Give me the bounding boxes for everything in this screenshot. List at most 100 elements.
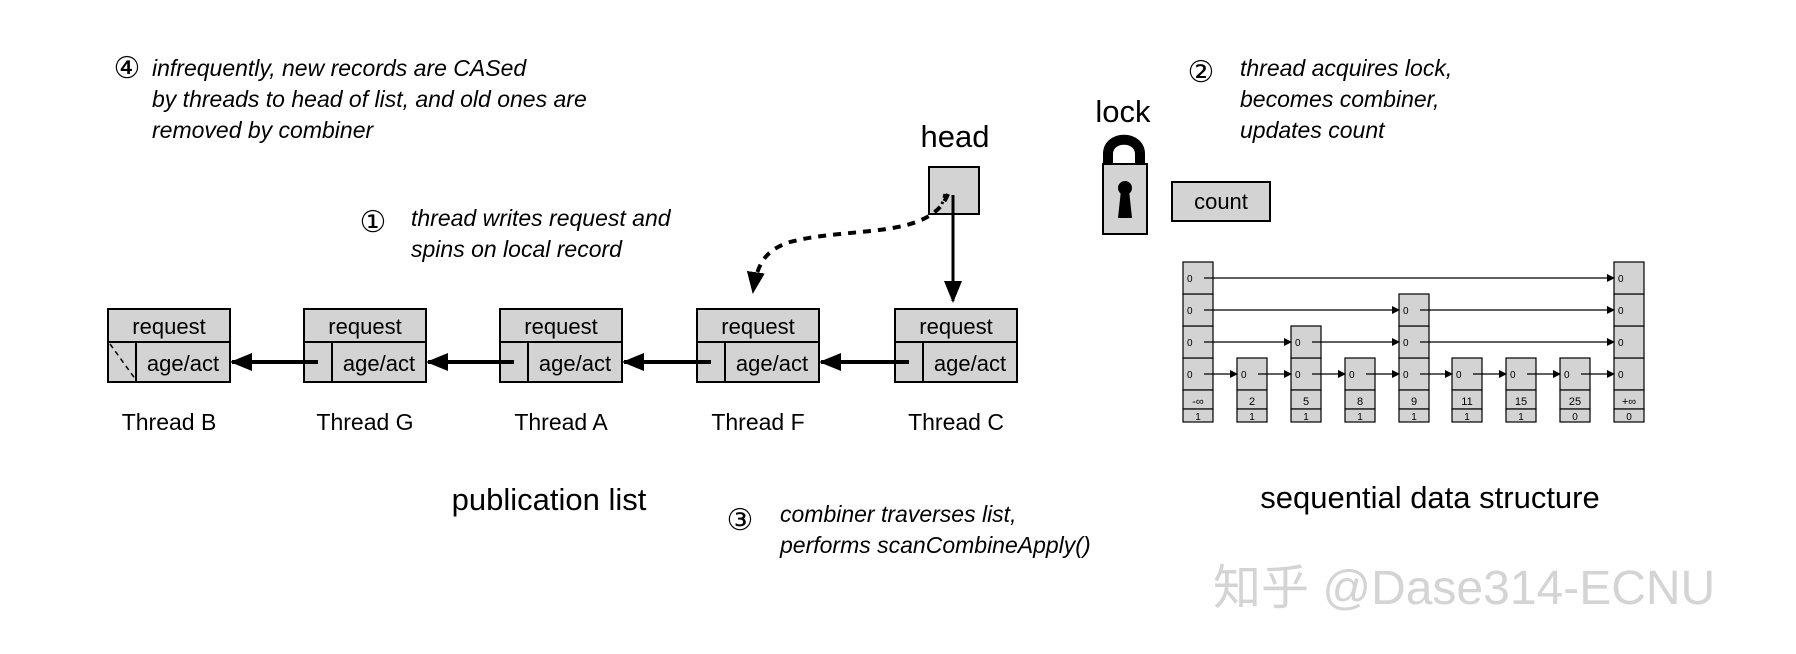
record-request-label: request xyxy=(328,314,401,339)
level-marker: 0 xyxy=(1403,370,1409,381)
step-2-note: ② thread acquires lock, becomes combiner… xyxy=(1188,55,1453,143)
skiplist-level-cell xyxy=(1613,357,1645,391)
step-2-line-1: thread acquires lock, xyxy=(1240,55,1452,81)
skiplist-node: 0 15 1 xyxy=(1505,357,1537,423)
thread-label: Thread B xyxy=(122,409,217,435)
count-box xyxy=(1171,181,1271,222)
skiplist-key: -∞ xyxy=(1192,396,1204,408)
skiplist-count-cell xyxy=(1236,408,1268,423)
record-request-label: request xyxy=(132,314,205,339)
step-4-marker: ④ xyxy=(114,52,141,85)
skiplist-key: 8 xyxy=(1357,396,1363,408)
record-request-label: request xyxy=(721,314,794,339)
thread-label: Thread A xyxy=(514,409,608,435)
skiplist-level-cell xyxy=(1613,293,1645,327)
head-pointer: head xyxy=(746,119,990,303)
keyhole-slot-icon xyxy=(1118,190,1132,218)
level-marker: 0 xyxy=(1187,274,1193,285)
skiplist-level-cell xyxy=(1613,325,1645,359)
head-dash-stub xyxy=(940,193,947,205)
level-marker: 0 xyxy=(1510,370,1516,381)
step-4-line-1: infrequently, new records are CASed xyxy=(152,55,527,81)
step-4-note: ④ infrequently, new records are CASed by… xyxy=(114,52,587,143)
record-age-label: age/act xyxy=(736,351,808,376)
step-3-marker: ③ xyxy=(727,504,754,537)
skiplist: 0000-∞10210051081000910111015102500000+∞… xyxy=(1182,261,1645,423)
step-2-line-2: becomes combiner, xyxy=(1240,86,1439,112)
thread-label: Thread F xyxy=(711,409,804,435)
step-2-line-3: updates count xyxy=(1240,117,1386,143)
skiplist-count: 1 xyxy=(1195,412,1201,423)
record-box xyxy=(303,308,427,383)
step-2-marker: ② xyxy=(1188,56,1215,89)
skiplist-key: 11 xyxy=(1461,396,1472,408)
padlock-body-icon xyxy=(1102,163,1148,235)
skiplist-count: 0 xyxy=(1572,412,1578,423)
lock-label: lock xyxy=(1095,94,1151,129)
record-age-label: age/act xyxy=(934,351,1006,376)
skiplist-count: 1 xyxy=(1464,412,1470,423)
skiplist-level-cell xyxy=(1613,261,1645,295)
level-marker: 0 xyxy=(1618,370,1624,381)
record-box xyxy=(499,308,623,383)
level-marker: 0 xyxy=(1295,338,1301,349)
lock-group: lock count xyxy=(1095,94,1271,235)
record-box xyxy=(894,308,1018,383)
head-label: head xyxy=(921,119,990,154)
skiplist-key: 15 xyxy=(1515,396,1527,408)
head-dashed-arrow xyxy=(746,193,950,294)
level-marker: 0 xyxy=(1618,306,1624,317)
step-3-note: ③ combiner traverses list, performs scan… xyxy=(727,501,1091,558)
skiplist-count-cell xyxy=(1559,408,1591,423)
skiplist-count-cell xyxy=(1613,408,1645,423)
level-marker: 0 xyxy=(1564,370,1570,381)
skiplist-count-cell xyxy=(1451,408,1483,423)
skiplist-count-cell xyxy=(1505,408,1537,423)
step-1-marker: ① xyxy=(360,206,387,239)
thread-label: Thread G xyxy=(316,409,413,435)
skiplist-count: 0 xyxy=(1626,412,1632,423)
step-1-line-2: spins on local record xyxy=(411,236,623,262)
skiplist-key: 2 xyxy=(1249,396,1255,408)
skiplist-key: 9 xyxy=(1411,396,1417,408)
skiplist-count-cell xyxy=(1398,408,1430,423)
record-box xyxy=(696,308,820,383)
skiplist-key: 5 xyxy=(1303,396,1309,408)
level-marker: 0 xyxy=(1456,370,1462,381)
skiplist-count: 1 xyxy=(1518,412,1524,423)
record-age-label: age/act xyxy=(147,351,219,376)
null-next-slash xyxy=(109,343,137,381)
record-age-label: age/act xyxy=(343,351,415,376)
step-4-line-3: removed by combiner xyxy=(152,117,374,143)
skiplist-count: 1 xyxy=(1357,412,1363,423)
count-label: count xyxy=(1194,189,1248,214)
skiplist-count-cell xyxy=(1182,408,1214,423)
step-1-note: ① thread writes request and spins on loc… xyxy=(360,205,672,262)
skiplist-count-cell xyxy=(1344,408,1376,423)
level-marker: 0 xyxy=(1618,338,1624,349)
record-age-label: age/act xyxy=(539,351,611,376)
skiplist-count: 1 xyxy=(1249,412,1255,423)
skiplist-node: 081 xyxy=(1344,357,1376,423)
level-marker: 0 xyxy=(1403,306,1409,317)
publication-list-label: publication list xyxy=(452,482,647,517)
step-1-line-1: thread writes request and xyxy=(411,205,672,231)
level-marker: 0 xyxy=(1187,306,1193,317)
skiplist-count-cell xyxy=(1290,408,1322,423)
skiplist-node: 021 xyxy=(1236,357,1268,423)
record-request-label: request xyxy=(524,314,597,339)
level-marker: 0 xyxy=(1403,338,1409,349)
level-marker: 0 xyxy=(1295,370,1301,381)
level-marker: 0 xyxy=(1187,338,1193,349)
